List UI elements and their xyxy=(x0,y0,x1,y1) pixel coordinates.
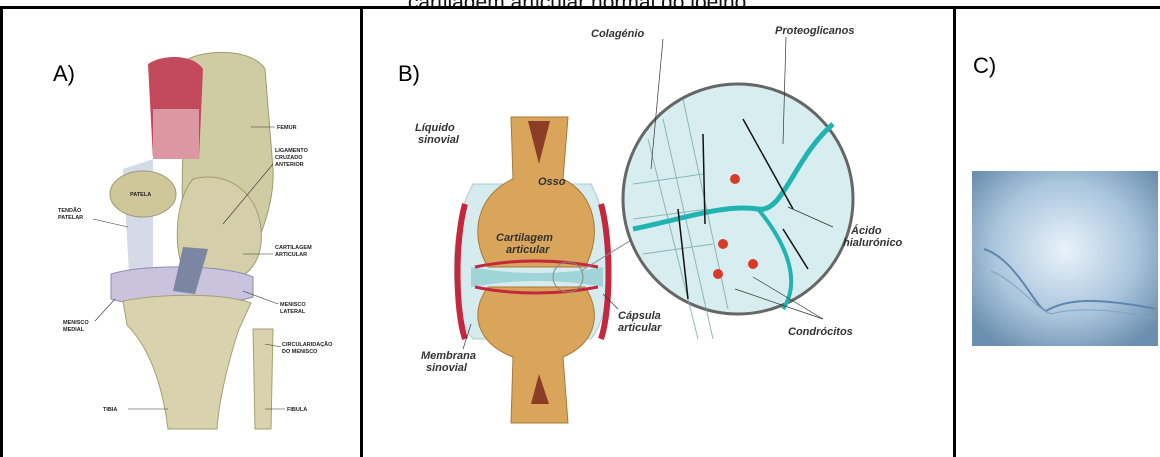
condrocitos-label: Condrócitos xyxy=(788,326,853,338)
acido-hialuronico-label-2: hialurónico xyxy=(843,237,903,249)
cartilagem-label-1: CARTILAGEM xyxy=(275,245,312,251)
ligamento-label-1: LIGAMENTO xyxy=(275,148,309,154)
ligamento-label-2: CRUZADO xyxy=(275,155,303,161)
panel-c: C) xyxy=(956,6,1160,457)
circularidacao-label-1: CIRCULARIDAÇÃO xyxy=(282,341,333,348)
capsula-articular-label-1: Cápsula xyxy=(618,310,661,322)
proteoglicanos-label: Proteoglicanos xyxy=(775,25,854,37)
colageno-label: Colagénio xyxy=(591,28,644,40)
circularidacao-label-2: DO MENISCO xyxy=(282,349,318,355)
acido-hialuronico-label-1: Ácido xyxy=(850,224,882,237)
cartilagem-label-2: ARTICULAR xyxy=(275,252,307,258)
membrana-sinovial-label-1: Membrana xyxy=(421,350,476,362)
cartilagem-articular-label-1: Cartilagem xyxy=(496,232,553,244)
menisco-lateral-label-2: LATERAL xyxy=(280,309,306,315)
liquido-sinovial-label-2: sinovial xyxy=(418,134,460,146)
ligamento-label-3: ANTERIOR xyxy=(275,162,304,168)
patela-label: PATELA xyxy=(130,192,151,198)
panel-b: B) xyxy=(363,6,956,457)
femur-label: FEMUR xyxy=(277,125,297,131)
knee-anatomy-illustration: PATELA FEMUR LIGAMENTO C xyxy=(3,9,360,457)
menisco-medial-label-2: MEDIAL xyxy=(63,327,85,333)
tendao-label-1: TENDÃO xyxy=(58,207,82,214)
fibula-label: FIBULA xyxy=(287,407,307,413)
tibia-label: TIBIA xyxy=(103,407,117,413)
liquido-sinovial-label-1: Líquido xyxy=(415,122,455,134)
tendao-label-2: PATELAR xyxy=(58,215,83,221)
osso-label: Osso xyxy=(538,176,566,188)
menisco-medial-label-1: MENISCO xyxy=(63,320,89,326)
panel-a: A) PATELA xyxy=(0,6,363,457)
synovial-joint-illustration: Líquido sinovial Osso Cartilagem articul… xyxy=(363,9,953,457)
knee-xray-image xyxy=(956,9,1160,457)
capsula-articular-label-2: articular xyxy=(618,322,662,334)
menisco-lateral-label-1: MENISCO xyxy=(280,302,306,308)
figure-frame: A) PATELA xyxy=(0,6,1160,457)
cartilagem-articular-label-2: articular xyxy=(506,244,550,256)
membrana-sinovial-label-2: sinovial xyxy=(426,362,468,374)
